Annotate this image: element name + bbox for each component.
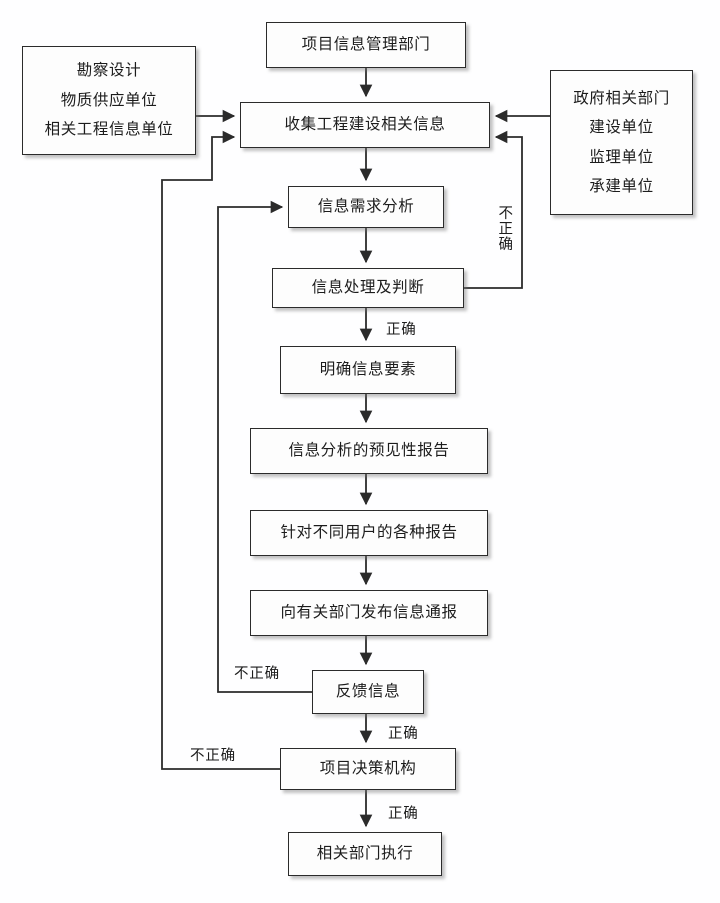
- label-correct-after-feedback: 正确: [388, 726, 419, 742]
- node-label: 明确信息要素: [319, 360, 417, 379]
- node-label: 承建单位: [589, 177, 654, 195]
- node-predictive-report: 信息分析的预见性报告: [250, 428, 488, 474]
- label-correct-after-decision: 正确: [388, 806, 419, 822]
- node-label: 项目决策机构: [319, 759, 417, 778]
- node-feedback-info: 反馈信息: [312, 670, 424, 714]
- node-label: 相关工程信息单位: [44, 120, 174, 139]
- connector-decision-incorrect-to-collect: [161, 130, 280, 770]
- node-label: 勘察设计: [76, 61, 142, 80]
- node-label: 相关部门执行: [316, 844, 414, 863]
- node-clarify-elements: 明确信息要素: [280, 346, 456, 394]
- node-process-judge: 信息处理及判断: [272, 268, 464, 308]
- node-publish-bulletin: 向有关部门发布信息通报: [250, 590, 488, 636]
- node-label: 物质供应单位: [60, 90, 158, 109]
- node-label: 向有关部门发布信息通报: [280, 603, 458, 622]
- label-correct-after-judge: 正确: [386, 322, 417, 338]
- label-incorrect-decision: 不正确: [190, 748, 236, 764]
- connector-process-judge-incorrect-to-collect: [464, 130, 523, 289]
- node-label: 建设单位: [589, 118, 654, 136]
- node-survey-supply-units: 勘察设计物质供应单位相关工程信息单位: [22, 46, 196, 155]
- node-label: 收集工程建设相关信息: [284, 115, 446, 134]
- node-reports-for-users: 针对不同用户的各种报告: [250, 510, 488, 556]
- node-demand-analysis: 信息需求分析: [288, 186, 444, 228]
- node-label: 信息需求分析: [317, 197, 415, 216]
- node-label: 反馈信息: [335, 682, 401, 701]
- node-decision-body: 项目决策机构: [280, 748, 456, 790]
- node-label: 政府相关部门: [573, 88, 670, 107]
- node-label: 信息处理及判断: [311, 278, 425, 297]
- node-label: 信息分析的预见性报告: [288, 441, 450, 460]
- node-depts-execute: 相关部门执行: [288, 832, 442, 876]
- node-label: 监理单位: [589, 147, 654, 166]
- node-label: 针对不同用户的各种报告: [280, 523, 458, 542]
- label-incorrect-right: 不正确: [496, 205, 513, 252]
- node-label: 项目信息管理部门: [301, 35, 431, 54]
- connector-feedback-incorrect-to-demand-analysis: [217, 200, 312, 693]
- node-government-units: 政府相关部门建设单位监理单位承建单位: [550, 70, 693, 215]
- node-project-info-dept: 项目信息管理部门: [266, 22, 466, 68]
- node-collect-info: 收集工程建设相关信息: [240, 102, 490, 148]
- label-incorrect-feedback: 不正确: [234, 666, 280, 682]
